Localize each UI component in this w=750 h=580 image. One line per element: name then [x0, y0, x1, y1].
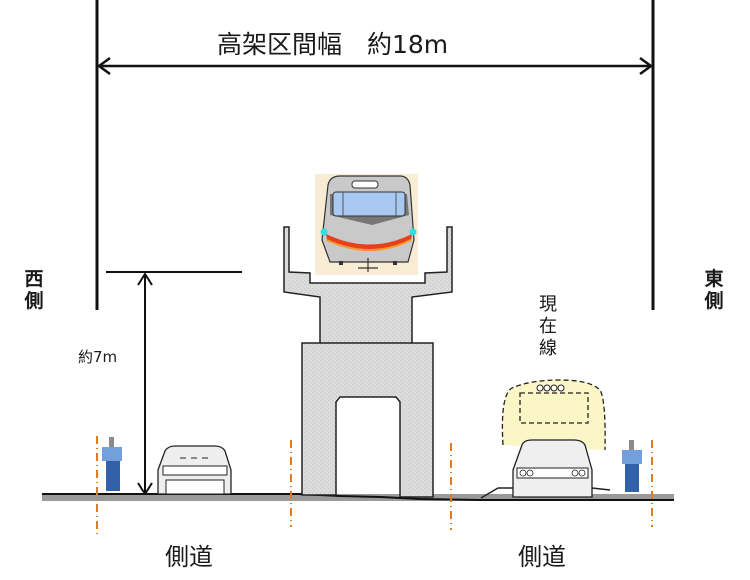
elevated-train-front — [315, 174, 418, 275]
car-left — [157, 445, 232, 495]
road-boundary-dashdot-lines — [96, 436, 653, 535]
height-dimension-arrow — [106, 271, 242, 496]
width-dimension-arrow — [96, 56, 654, 76]
current-line-char-3: 線 — [539, 338, 557, 359]
west-side-label: 西 側 — [24, 268, 44, 312]
current-line-char-1: 現 — [539, 294, 557, 315]
width-dimension-label: 高架区間幅 約18m — [217, 30, 449, 59]
height-dimension-label: 約7m — [78, 348, 118, 366]
pedestrian-right — [622, 440, 642, 492]
sidewalk-left-label: 側道 — [165, 543, 213, 571]
current-line-train-outline — [501, 379, 606, 451]
east-side-char-2: 側 — [704, 290, 724, 312]
west-side-char-2: 側 — [24, 290, 44, 312]
sidewalk-right-label: 側道 — [518, 543, 566, 571]
viaduct-pier — [283, 226, 453, 498]
car-right — [480, 439, 611, 499]
west-side-char-1: 西 — [24, 268, 44, 290]
current-line-label: 現 在 線 — [538, 294, 558, 360]
east-side-label: 東 側 — [704, 268, 724, 312]
east-side-char-1: 東 — [704, 268, 724, 290]
current-line-char-2: 在 — [539, 316, 557, 337]
pedestrian-left — [102, 437, 122, 491]
